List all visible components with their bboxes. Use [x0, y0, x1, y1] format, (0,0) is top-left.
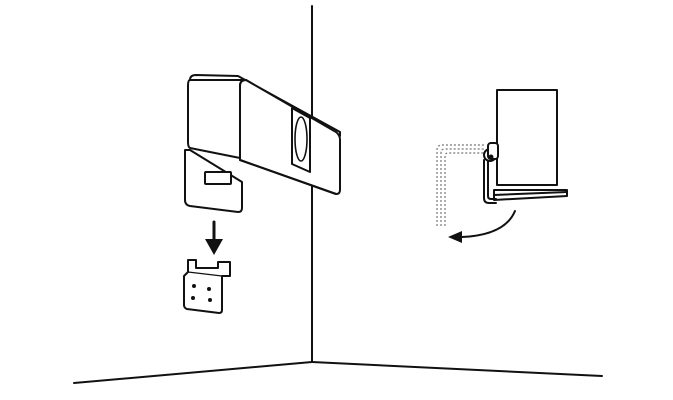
previous-position-outline-outer: [436, 144, 484, 226]
clip-arm: [483, 159, 497, 204]
floor-line-right: [311, 361, 603, 377]
camera-front-face: [187, 79, 247, 159]
rotate-arrow-curve: [461, 210, 516, 238]
bracket-fold-line: [187, 271, 223, 277]
rotate-arrow-icon: [448, 210, 516, 243]
camera-plate-slot: [204, 171, 232, 185]
arrow-down-icon: [205, 220, 223, 255]
camera-side-body: [239, 79, 341, 195]
camera-lens: [294, 116, 308, 162]
rotate-arrow-head: [448, 231, 462, 243]
bracket-hole-3: [191, 296, 195, 300]
monitor-panel: [496, 89, 558, 186]
clip-arm-inner: [487, 159, 497, 200]
camera-bottom-edge: [239, 159, 337, 195]
monitor-side-icon: [436, 89, 568, 226]
previous-position-outline-mid: [440, 148, 484, 226]
bracket-hole-2: [207, 287, 211, 291]
clip-pin: [488, 154, 494, 160]
webcam-device-icon: [184, 74, 341, 213]
previous-position-outline-inner: [444, 152, 484, 226]
bracket-hole-4: [208, 298, 212, 302]
monitor-base-edge: [493, 191, 568, 196]
arrow-head: [205, 239, 223, 255]
mounting-bracket-icon: [183, 259, 231, 314]
bracket-hole-1: [192, 284, 196, 288]
bracket-body: [183, 259, 231, 314]
floor-line-left: [73, 361, 313, 384]
camera-top-face: [189, 74, 341, 137]
